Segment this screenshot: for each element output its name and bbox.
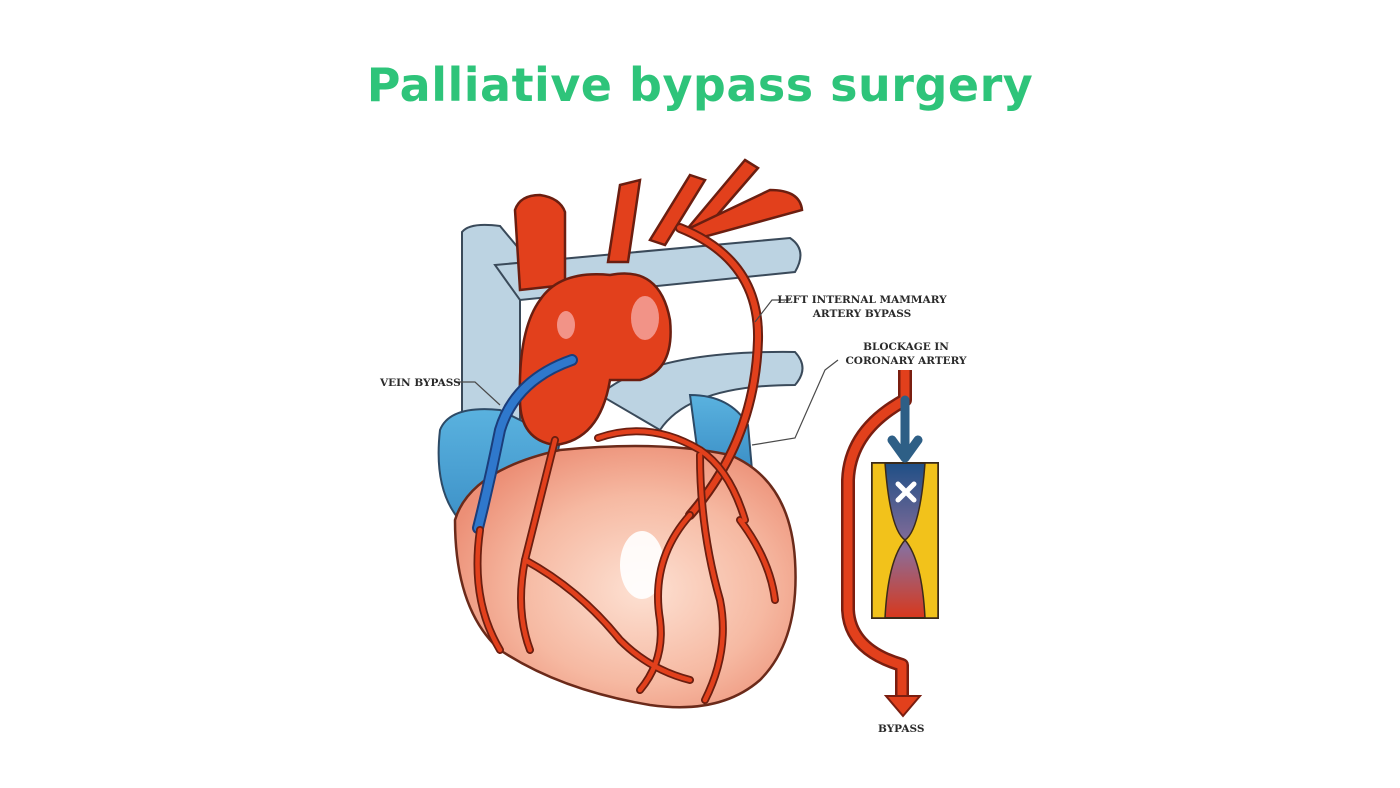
label-vein-bypass: VEIN BYPASS: [380, 377, 461, 389]
x-icon: [895, 481, 917, 503]
label-lima-bypass: LEFT INTERNAL MAMMARY ARTERY BYPASS: [777, 294, 947, 320]
plaque-right: [903, 462, 939, 619]
page-title: Palliative bypass surgery: [366, 58, 1034, 112]
bypass-arrow-head: [883, 695, 923, 718]
label-blockage: BLOCKAGE IN CORONARY ARTERY: [845, 341, 967, 367]
blockage-inset: [841, 370, 939, 718]
leader-lines: [458, 299, 839, 446]
heart-highlight: [620, 531, 664, 599]
coronary-arteries: [473, 427, 779, 704]
flow-arrow: [887, 395, 923, 463]
label-bypass: BYPASS: [878, 723, 925, 735]
